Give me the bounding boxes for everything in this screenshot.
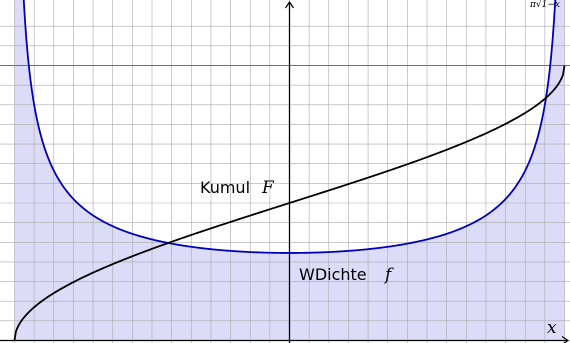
- y-axis-arrow: [285, 0, 294, 9]
- cropped-formula-text: π√1−x: [529, 0, 560, 10]
- cdf-label: Kumul: [200, 178, 250, 197]
- density-label: WDichte: [299, 265, 367, 284]
- curves: [13, 0, 566, 341]
- cdf-label-variable: F: [261, 178, 275, 198]
- x-axis-label: x: [547, 318, 557, 338]
- cdf-curve: [13, 65, 566, 341]
- x-axis-arrow: [561, 336, 570, 343]
- density-label-variable: f: [383, 265, 394, 285]
- density-curve: [22, 0, 557, 254]
